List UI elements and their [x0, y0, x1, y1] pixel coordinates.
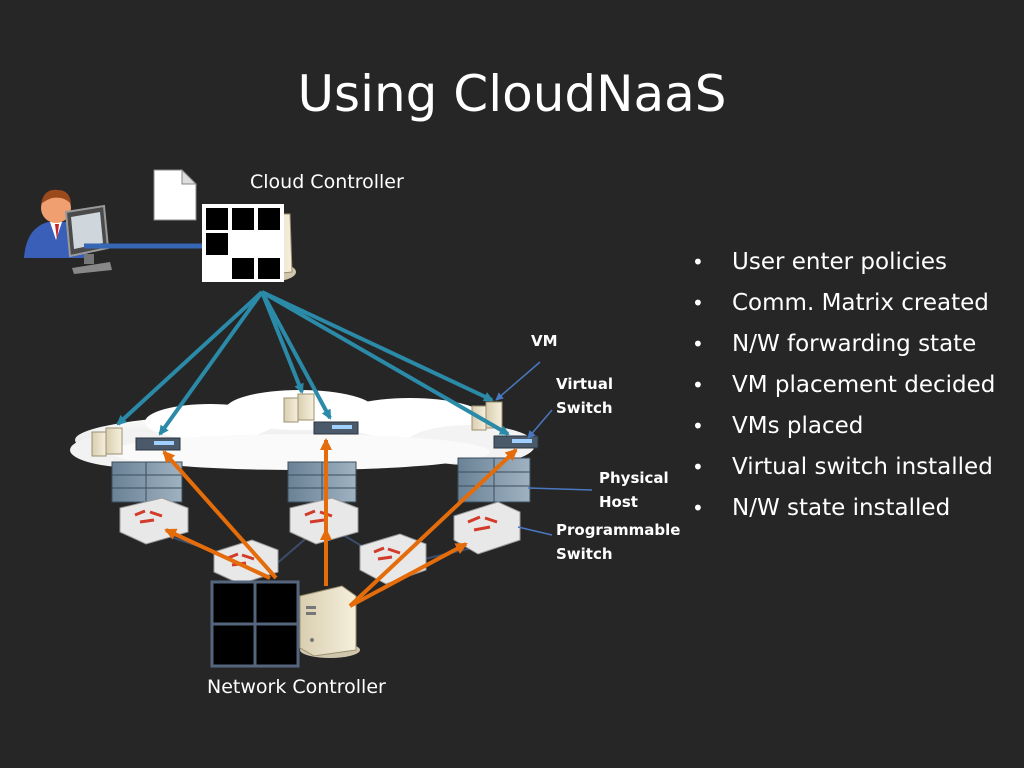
bullet-marker: •: [692, 414, 704, 438]
programmable-switch-label-line2: Switch: [556, 545, 613, 563]
callout-lines: [495, 361, 593, 536]
workstation-icon: [64, 204, 112, 274]
network-controller-arrows: [162, 438, 518, 608]
bullet-text: N/W forwarding state: [732, 331, 977, 357]
communication-matrix-icon: [202, 204, 284, 282]
bullet-text: User enter policies: [732, 249, 948, 275]
vm-icon-center: [283, 393, 315, 423]
programmable-switch-5: [359, 533, 427, 585]
network-controller-matrix-icon: [210, 580, 300, 668]
programmable-switch-label: Programmable Switch: [556, 518, 680, 566]
virtual-switch-left: [135, 437, 181, 451]
bullet-text: N/W state installed: [732, 495, 951, 521]
bullet-item: • Comm. Matrix created: [690, 284, 1020, 325]
programmable-switch-3: [453, 501, 521, 555]
cloud-controller-arrows: [116, 290, 510, 436]
bullet-text: Comm. Matrix created: [732, 290, 989, 316]
physical-host-rack-left: [111, 461, 183, 503]
bullet-text: VM placement decided: [732, 372, 996, 398]
network-controller-label: Network Controller: [207, 676, 386, 698]
physical-host-label-line1: Physical: [599, 469, 669, 487]
bullet-item: • VM placement decided: [690, 366, 1020, 407]
bullet-text: Virtual switch installed: [732, 454, 993, 480]
bullet-marker: •: [692, 496, 704, 520]
virtual-switch-center: [313, 421, 359, 435]
bullet-item: • User enter policies: [690, 243, 1020, 284]
physical-host-label: Physical Host: [599, 466, 669, 514]
physical-host-rack-center: [287, 461, 357, 503]
virtual-switch-label: Virtual Switch: [556, 372, 613, 420]
policy-document-icon: [153, 168, 198, 221]
physical-host-label-line2: Host: [599, 493, 638, 511]
vm-label: VM: [531, 332, 558, 350]
virtual-switch-right: [493, 435, 539, 449]
virtual-switch-label-line1: Virtual: [556, 375, 613, 393]
bullet-marker: •: [692, 332, 704, 356]
bullet-item: • N/W forwarding state: [690, 325, 1020, 366]
virtual-switch-label-line2: Switch: [556, 399, 613, 417]
network-controller-server-icon: [299, 585, 360, 658]
programmable-switch-label-line1: Programmable: [556, 521, 681, 539]
bullet-text: VMs placed: [732, 413, 864, 439]
vm-icon-left: [91, 427, 123, 457]
bullet-item: • N/W state installed: [690, 489, 1020, 530]
bullet-marker: •: [692, 373, 704, 397]
bullet-item: • Virtual switch installed: [690, 448, 1020, 489]
slide-title: Using CloudNaaS: [297, 65, 727, 123]
cloud-controller-label: Cloud Controller: [250, 171, 404, 193]
bullet-marker: •: [692, 455, 704, 479]
bullet-marker: •: [692, 291, 704, 315]
bullet-marker: •: [692, 250, 704, 274]
bullet-item: • VMs placed: [690, 407, 1020, 448]
steps-bullet-list: • User enter policies • Comm. Matrix creat…: [690, 243, 1020, 530]
